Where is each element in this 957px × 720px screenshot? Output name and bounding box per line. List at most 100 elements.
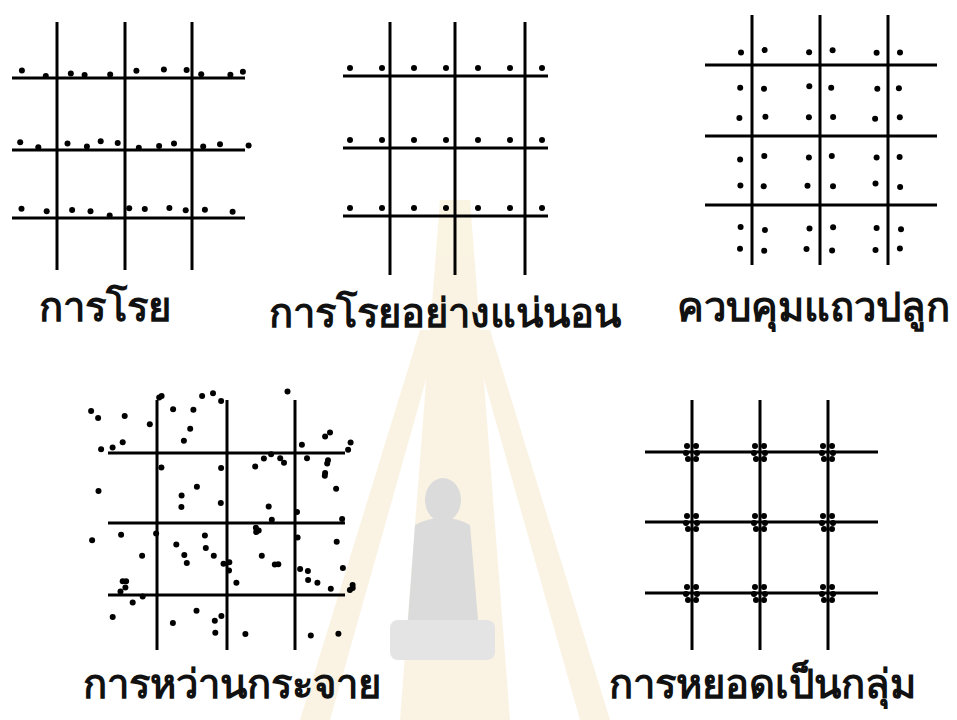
seed-dot [753, 597, 759, 603]
seed-dot [737, 85, 743, 91]
seed-dot [35, 144, 41, 150]
seed-dot [322, 434, 328, 440]
seed-dot [829, 584, 835, 590]
seed-dot [821, 456, 827, 462]
seed-dot [285, 388, 291, 394]
seed-dot [218, 398, 224, 404]
seed-dot [110, 444, 116, 450]
seed-dot [896, 85, 902, 91]
seed-dot [897, 114, 903, 120]
seed-dot [828, 85, 834, 91]
seed-dot [761, 597, 767, 603]
seed-dot [684, 584, 690, 590]
seed-dot [507, 65, 513, 71]
seed-dot [762, 227, 768, 233]
seed-dot [277, 455, 283, 461]
seed-dot [96, 488, 102, 494]
seed-dot [829, 526, 835, 532]
seed-dot [443, 137, 449, 143]
seed-dot [507, 137, 513, 143]
seed-dot [694, 520, 700, 526]
seed-dot [122, 413, 128, 419]
seed-dot [314, 580, 320, 586]
watermark-stripe [470, 330, 610, 720]
seed-dot [830, 47, 836, 53]
seed-dot [19, 67, 25, 73]
seed-dot [242, 631, 248, 637]
seed-dot [68, 70, 74, 76]
seed-dot [295, 535, 301, 541]
seed-dot [226, 559, 232, 565]
seed-dot [821, 597, 827, 603]
seed-dot [294, 509, 300, 515]
watermark [300, 200, 610, 720]
seed-dot [762, 520, 768, 526]
seed-dot [233, 580, 239, 586]
seed-dot [874, 225, 880, 231]
seed-dot [158, 464, 164, 470]
seed-dot [805, 183, 811, 189]
seed-dot [762, 47, 768, 53]
seed-dot [379, 137, 385, 143]
seed-dot [347, 65, 353, 71]
seed-dot [227, 72, 233, 78]
seed-dot [178, 504, 184, 510]
seed-dot [299, 442, 305, 448]
seed-dot [819, 520, 825, 526]
seed-dot [762, 591, 768, 597]
seed-dot [761, 443, 767, 449]
seed-dot [751, 520, 757, 526]
seed-dot [194, 484, 200, 490]
seed-dot [170, 620, 176, 626]
seed-dot [693, 526, 699, 532]
seed-dot [200, 144, 206, 150]
method-label: การโรย [39, 283, 171, 331]
seed-dot [693, 597, 699, 603]
seed-dot [139, 553, 145, 559]
seed-dot [737, 183, 743, 189]
seed-dot [44, 208, 50, 214]
seed-dot [322, 473, 328, 479]
seed-dot [179, 493, 185, 499]
seed-dot [95, 415, 101, 421]
seed-dot [272, 561, 278, 567]
seed-dot [830, 114, 836, 120]
seed-dot [147, 421, 153, 427]
seed-dot [110, 614, 116, 620]
seed-dot [475, 137, 481, 143]
seed-dot [156, 395, 162, 401]
seed-dot [806, 49, 812, 55]
seed-dot [161, 67, 167, 73]
seed-dot [84, 144, 90, 150]
seed-dot [305, 577, 311, 583]
seed-dot [683, 450, 689, 456]
seed-dot [761, 248, 767, 254]
seed-dot [304, 455, 310, 461]
seed-dot [761, 183, 767, 189]
seed-dot [804, 246, 810, 252]
seed-dot [874, 154, 880, 160]
seed-dot [897, 154, 903, 160]
seed-dot [194, 608, 200, 614]
seed-dot [340, 565, 346, 571]
seed-dot [17, 139, 23, 145]
seed-dot [897, 50, 903, 56]
seed-dot [829, 456, 835, 462]
seed-dot [266, 504, 272, 510]
seed-dot [753, 456, 759, 462]
seed-dot [19, 206, 25, 212]
seed-dot [218, 613, 224, 619]
watermark-figure-head [425, 478, 461, 522]
seed-dot [693, 584, 699, 590]
seed-dot [212, 618, 218, 624]
seed-dot [898, 226, 904, 232]
seed-dot [694, 591, 700, 597]
seed-dot [246, 143, 252, 149]
seed-dot [181, 552, 187, 558]
seed-dot [347, 587, 353, 593]
seed-dot [181, 438, 187, 444]
seed-dot [217, 141, 223, 147]
seed-dot [345, 447, 351, 453]
seed-dot [308, 633, 314, 639]
seed-dot [190, 407, 196, 413]
